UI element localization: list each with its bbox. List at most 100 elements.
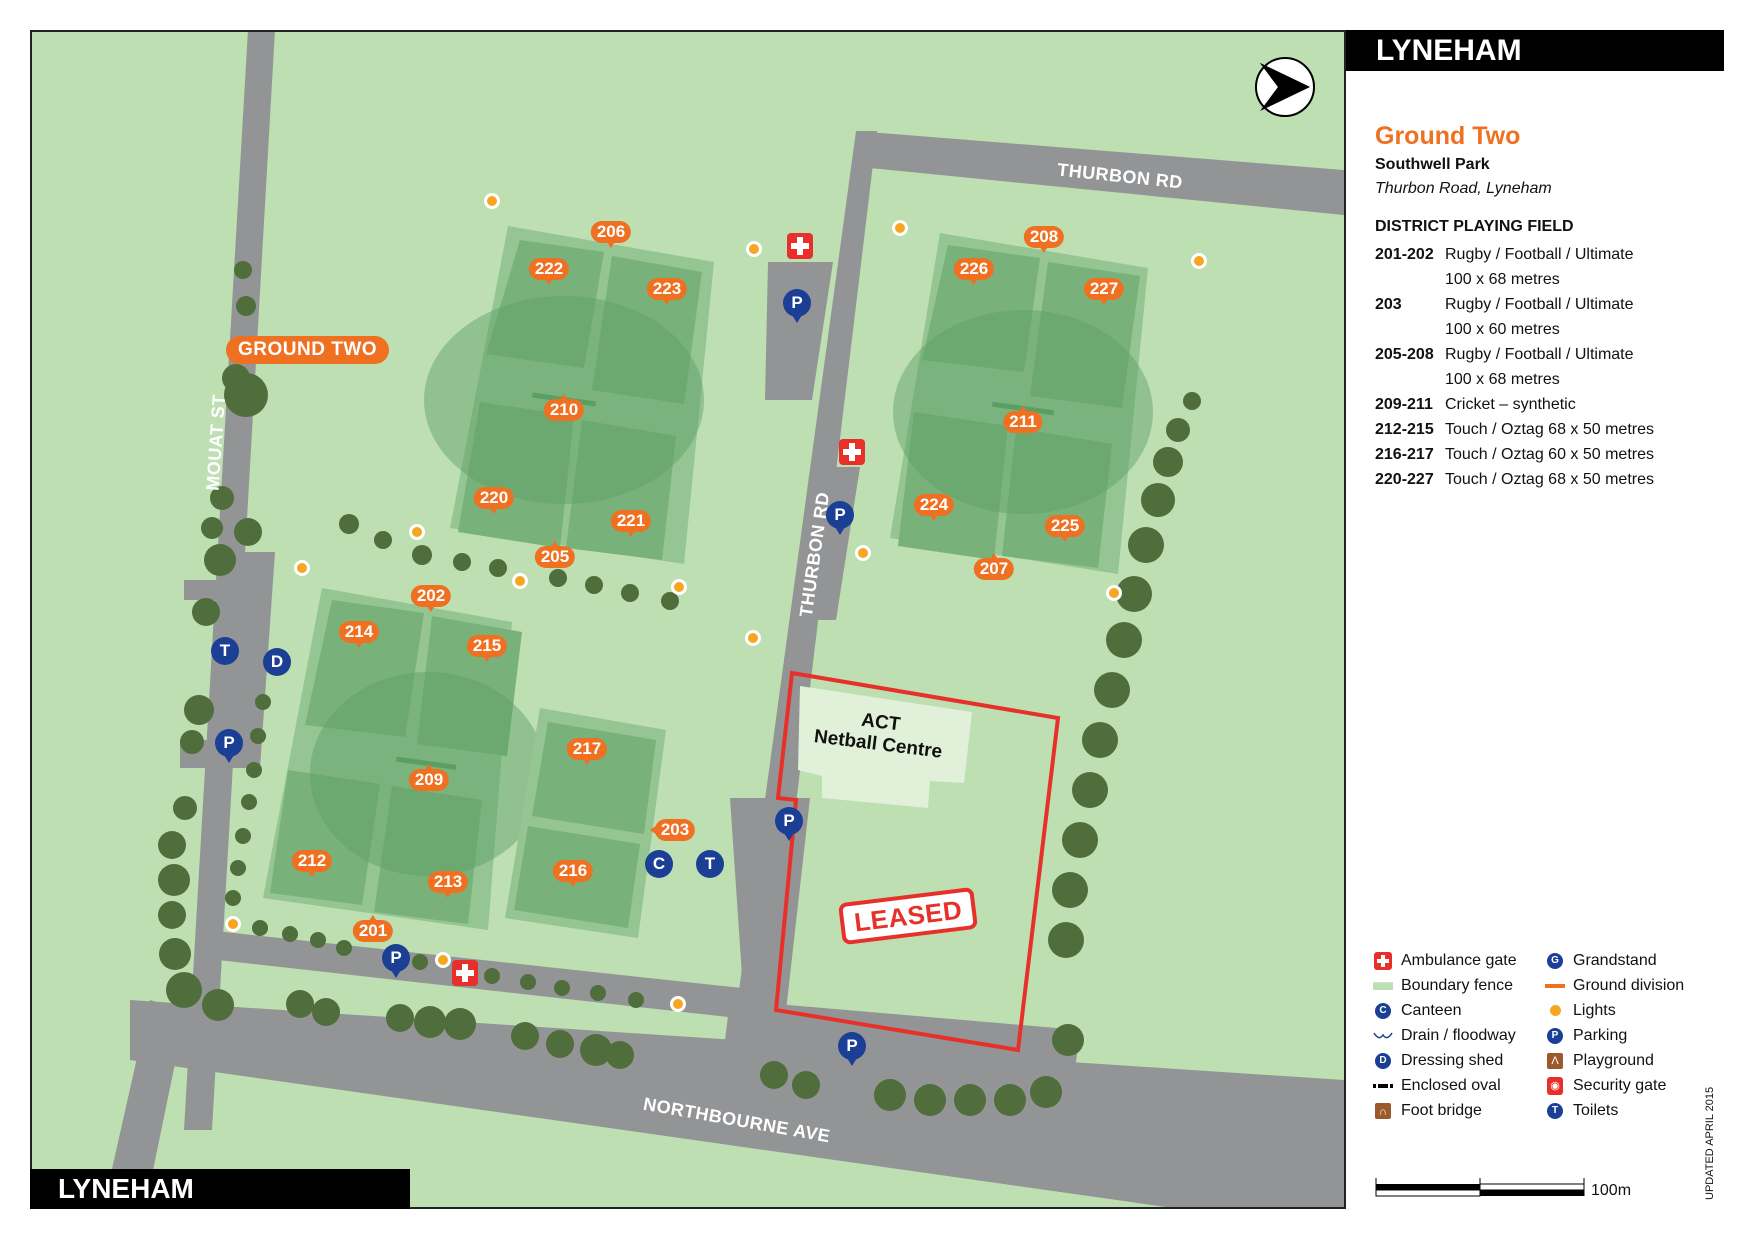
- legend-label: Enclosed oval: [1401, 1077, 1501, 1094]
- field-row: 203 Rugby / Football / Ultimate: [1375, 292, 1715, 317]
- legend-label: Ground division: [1573, 977, 1685, 994]
- ambulance-gate-icon: [1373, 951, 1393, 970]
- field-pin-221: 221: [610, 510, 652, 537]
- field-code: 216-217: [1375, 446, 1434, 463]
- parking-icon: P: [838, 1032, 866, 1066]
- field-description: Cricket – synthetic: [1445, 396, 1576, 413]
- field-pin-212: 212: [291, 850, 333, 877]
- field-code: [1375, 367, 1445, 392]
- scale-label: 100m: [1591, 1182, 1632, 1199]
- field-description: Touch / Oztag 68 x 50 metres: [1445, 471, 1654, 488]
- canteen-icon: C: [1373, 1002, 1393, 1020]
- field-group-201-202: [263, 588, 546, 930]
- legend-item-ambulance-gate: Ambulance gate: [1373, 948, 1545, 973]
- legend-item-canteen: C Canteen: [1373, 998, 1545, 1023]
- toilets-icon: T: [696, 850, 724, 878]
- field-row: 220-227 Touch / Oztag 68 x 50 metres: [1375, 467, 1715, 492]
- field-pin-224: 224: [913, 494, 955, 521]
- park-name: Southwell Park: [1375, 156, 1490, 173]
- field-description: Touch / Oztag 60 x 50 metres: [1445, 446, 1654, 463]
- parking-icon: P: [783, 289, 811, 323]
- legend-item-ground-division: Ground division: [1545, 973, 1713, 998]
- field-description: Rugby / Football / Ultimate: [1445, 296, 1634, 313]
- field-code: 209-211: [1375, 396, 1433, 413]
- light-icon: [671, 579, 687, 595]
- legend-label: Drain / floodway: [1401, 1027, 1516, 1044]
- panel-header: LYNEHAM: [1346, 30, 1724, 71]
- light-icon: [225, 916, 241, 932]
- legend-label: Dressing shed: [1401, 1052, 1504, 1069]
- field-pin-203: 203: [649, 819, 696, 841]
- legend-label: Playground: [1573, 1052, 1654, 1069]
- field-row: 100 x 68 metres: [1375, 267, 1715, 292]
- field-code: 212-215: [1375, 421, 1434, 438]
- field-code: [1375, 317, 1445, 342]
- dressing-shed-icon: D: [1373, 1052, 1393, 1070]
- field-pin-201: 201: [352, 915, 394, 942]
- legend-item-foot-bridge: ∩Foot bridge: [1373, 1098, 1545, 1123]
- ambulance-gate-icon: [839, 439, 865, 465]
- updated-date: UPDATED APRIL 2015: [1704, 1086, 1716, 1200]
- field-code: 205-208: [1375, 346, 1434, 363]
- canteen-icon: C: [645, 850, 673, 878]
- legend-item-enclosed-oval: Enclosed oval: [1373, 1073, 1545, 1098]
- legend-item-drain-floodway: Drain / floodway: [1373, 1023, 1545, 1048]
- field-pin-210: 210: [543, 394, 585, 421]
- light-icon: [512, 573, 528, 589]
- ambulance-gate-icon: [452, 960, 478, 986]
- field-description: Rugby / Football / Ultimate: [1445, 346, 1634, 363]
- leased-boundary: [773, 670, 1061, 1053]
- light-icon: [1191, 253, 1207, 269]
- lights-icon: [1545, 1002, 1565, 1020]
- drain-floodway-icon: [1373, 1027, 1393, 1045]
- field-row: 209-211 Cricket – synthetic: [1375, 392, 1715, 417]
- field-pin-213: 213: [427, 871, 469, 898]
- boundary-fence-icon: [1373, 977, 1393, 995]
- field-pin-209: 209: [408, 764, 450, 791]
- light-icon: [294, 560, 310, 576]
- legend-label: Grandstand: [1573, 952, 1657, 969]
- north-arrow-icon: [1255, 57, 1315, 117]
- light-icon: [745, 630, 761, 646]
- toilets-icon: T: [1545, 1102, 1565, 1120]
- legend-label: Boundary fence: [1401, 977, 1514, 994]
- legend-item-grandstand: G Grandstand: [1545, 948, 1713, 973]
- field-row: 100 x 60 metres: [1375, 317, 1715, 342]
- playground-icon: Λ: [1545, 1052, 1565, 1070]
- field-pin-211: 211: [1003, 406, 1043, 433]
- parking-icon: P: [775, 807, 803, 841]
- field-description: 100 x 68 metres: [1445, 371, 1560, 388]
- security-gate-icon: ◉: [1545, 1076, 1565, 1095]
- field-pin-222: 222: [528, 258, 570, 285]
- field-description: 100 x 68 metres: [1445, 271, 1560, 288]
- field-row: 205-208 Rugby / Football / Ultimate: [1375, 342, 1715, 367]
- toilets-icon: T: [211, 637, 239, 665]
- legend-label: Canteen: [1401, 1002, 1462, 1019]
- field-row: 216-217 Touch / Oztag 60 x 50 metres: [1375, 442, 1715, 467]
- field-code: [1375, 267, 1445, 292]
- field-pin-215: 215: [466, 635, 508, 662]
- field-pin-214: 214: [338, 621, 380, 648]
- field-pin-216: 216: [552, 860, 594, 887]
- light-icon: [892, 220, 908, 236]
- legend-item-boundary-fence: Boundary fence: [1373, 973, 1545, 998]
- light-icon: [746, 241, 762, 257]
- map-title-label: LYNEHAM: [30, 1169, 410, 1209]
- field-pin-223: 223: [646, 278, 688, 305]
- trees: [158, 261, 1201, 1116]
- legend-item-dressing-shed: D Dressing shed: [1373, 1048, 1545, 1073]
- ground-title: Ground Two: [1375, 122, 1521, 150]
- grandstand-icon: G: [1545, 952, 1565, 970]
- field-code: 220-227: [1375, 471, 1434, 488]
- field-pin-208: 208: [1023, 226, 1065, 253]
- ground-division-icon: [1545, 977, 1565, 995]
- field-code: 203: [1375, 296, 1402, 313]
- field-pin-202: 202: [410, 585, 452, 612]
- dressing-shed-icon: D: [263, 648, 291, 676]
